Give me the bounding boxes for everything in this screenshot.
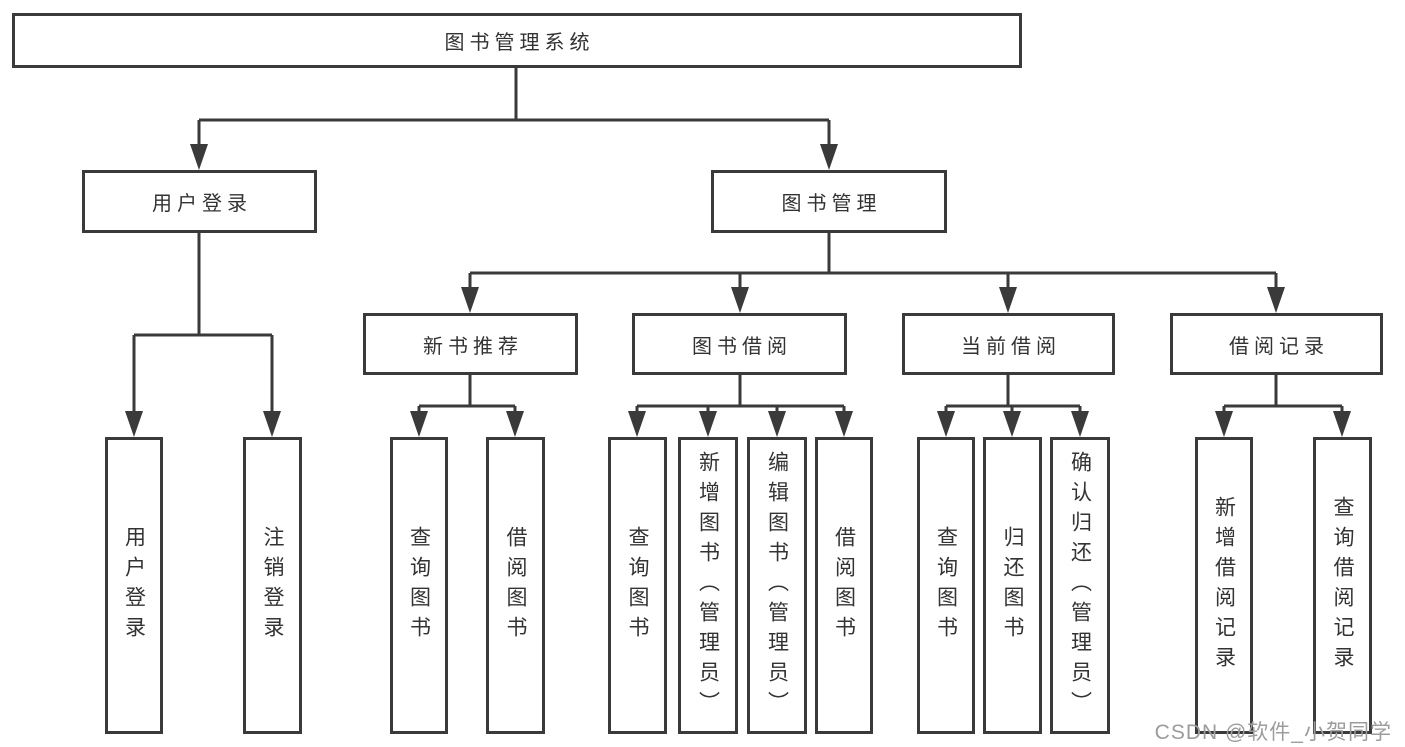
node-book-borrowing: 图书借阅 xyxy=(632,313,847,375)
csdn-watermark: CSDN @软件_小贺同学 xyxy=(1154,721,1392,744)
leaf-add-books-admin: 新增图书（管理员） xyxy=(678,437,738,734)
node-borrowing-records: 借阅记录 xyxy=(1170,313,1383,375)
leaf-borrow-books-recommend: 借阅图书 xyxy=(486,437,545,734)
leaf-user-login: 用户登录 xyxy=(105,437,163,734)
leaf-borrow-books: 借阅图书 xyxy=(815,437,873,734)
leaf-add-borrow-record: 新增借阅记录 xyxy=(1195,437,1253,734)
node-user-login: 用户登录 xyxy=(82,170,317,233)
leaf-return-books: 归还图书 xyxy=(983,437,1042,734)
leaf-logout: 注销登录 xyxy=(243,437,302,734)
node-current-borrowing: 当前借阅 xyxy=(902,313,1115,375)
node-book-management: 图书管理 xyxy=(711,170,947,233)
leaf-query-borrow-record: 查询借阅记录 xyxy=(1313,437,1372,734)
leaf-query-books-borrowing: 查询图书 xyxy=(608,437,667,734)
leaf-confirm-return-admin: 确认归还（管理员） xyxy=(1050,437,1110,734)
connector-lines xyxy=(132,68,1344,415)
leaf-query-books-current: 查询图书 xyxy=(917,437,975,734)
leaf-edit-books-admin: 编辑图书（管理员） xyxy=(747,437,807,734)
arrowhead-icons xyxy=(125,144,1351,437)
leaf-query-books-recommend: 查询图书 xyxy=(390,437,448,734)
node-new-book-recommendation: 新书推荐 xyxy=(363,313,578,375)
node-library-management-system: 图书管理系统 xyxy=(12,13,1022,68)
